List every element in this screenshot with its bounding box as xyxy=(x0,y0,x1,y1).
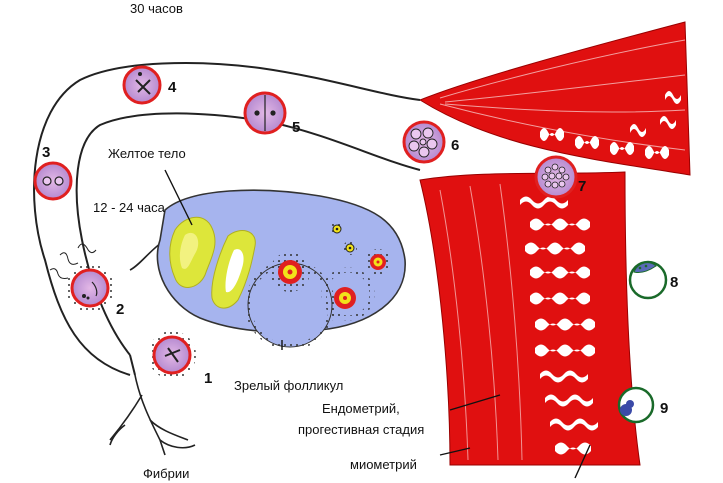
pointer-endometrium-lower xyxy=(574,444,591,479)
stage-6-egg xyxy=(402,120,446,164)
stage-number-9: 9 xyxy=(660,400,668,417)
follicle-right xyxy=(365,249,391,275)
stage-5-egg xyxy=(243,91,287,135)
uterus-wall-upper xyxy=(418,21,691,176)
stage-2-egg xyxy=(49,243,114,312)
stage-number-5: 5 xyxy=(292,119,300,136)
label-30-hours: 30 часов xyxy=(130,1,183,16)
corpus-luteum xyxy=(169,216,256,309)
stage-3-egg xyxy=(33,161,73,201)
stage-number-3: 3 xyxy=(42,144,50,161)
stage-number-7: 7 xyxy=(578,178,586,195)
stage-8-blastocyst xyxy=(628,260,668,300)
stage-number-6: 6 xyxy=(451,137,459,154)
pointer-myometrium xyxy=(439,447,471,456)
mature-follicle xyxy=(245,252,335,350)
uterus-wall-lower xyxy=(419,171,641,466)
label-12-24-hours: 12 - 24 часа xyxy=(93,200,166,215)
primary-follicle-a xyxy=(330,222,344,236)
secondary-follicle xyxy=(321,267,375,321)
label-corpus-luteum: Желтое тело xyxy=(108,146,186,161)
label-myometrium: миометрий xyxy=(350,457,417,472)
stage-7-morula xyxy=(534,155,578,199)
stage-number-2: 2 xyxy=(116,301,124,318)
label-endometrium-line1: Ендометрий, xyxy=(322,401,400,416)
primary-follicle-b xyxy=(343,241,357,255)
stage-9-implantation xyxy=(617,386,655,424)
stage-number-4: 4 xyxy=(168,79,177,96)
stage-4-egg xyxy=(122,65,162,105)
stage-1-egg xyxy=(148,331,196,379)
stage-number-1: 1 xyxy=(204,370,212,387)
pointer-corpus-luteum xyxy=(164,169,193,226)
label-fimbriae: Фибрии xyxy=(143,466,189,481)
label-mature-follicle: Зрелый фолликул xyxy=(234,378,343,393)
fimbriae xyxy=(109,374,196,456)
label-endometrium-line2: прогестивная стадия xyxy=(298,422,424,437)
pointer-endometrium xyxy=(449,394,501,411)
stage-number-8: 8 xyxy=(670,274,678,291)
